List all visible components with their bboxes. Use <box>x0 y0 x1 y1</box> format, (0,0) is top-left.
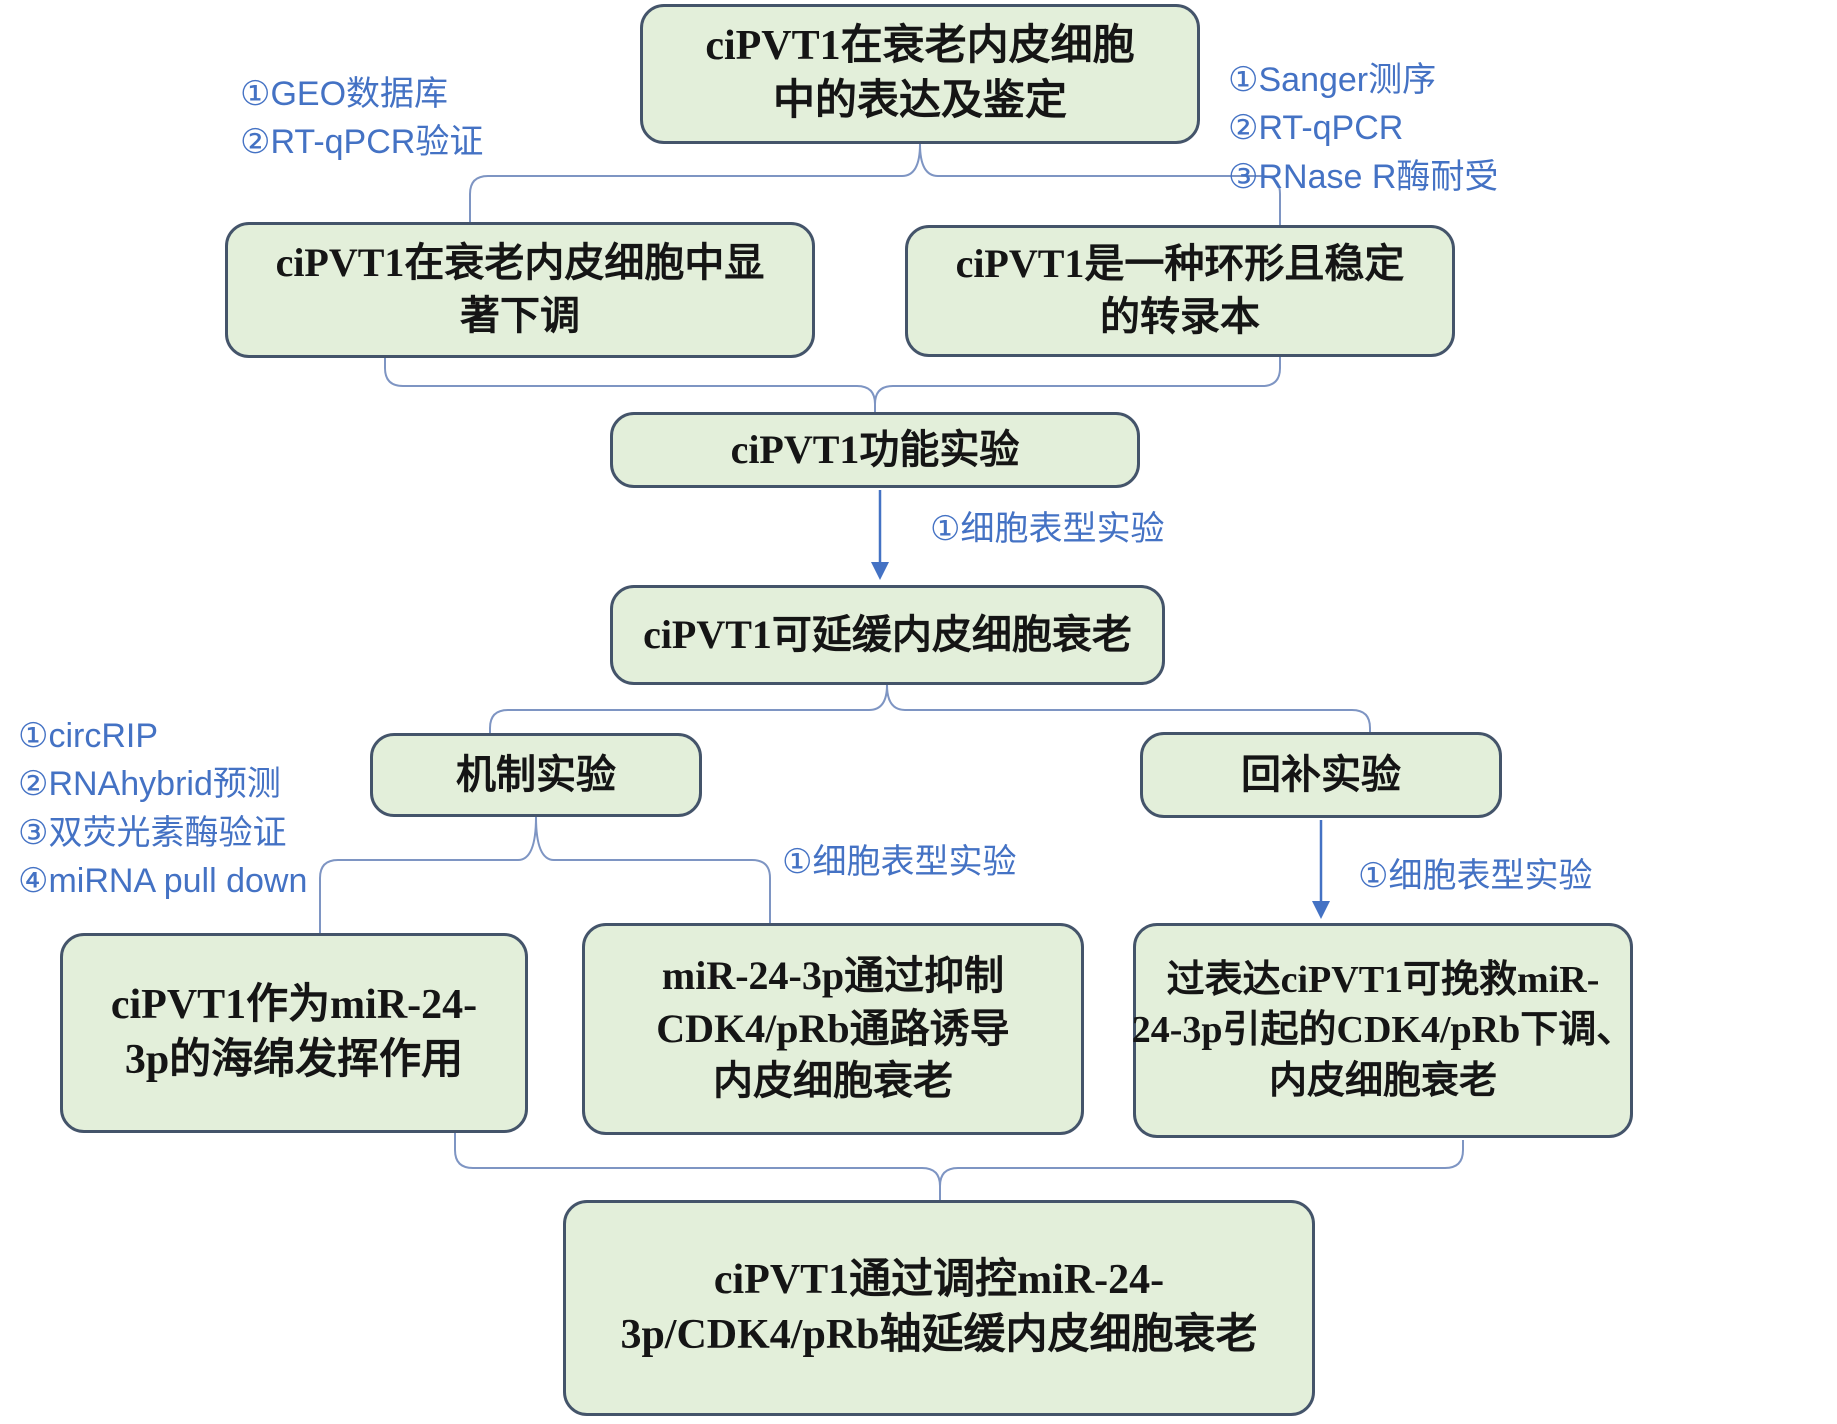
annotation-line: ③RNase R酶耐受 <box>1228 157 1499 196</box>
annotation-mechanism-methods: ①circRIP ②RNAhybrid预测 ③双荧光素酶验证 ④miRNA pu… <box>18 712 307 905</box>
annotation-line: ①细胞表型实验 <box>782 843 1017 881</box>
annotation-line: ③双荧光素酶验证 <box>18 813 287 852</box>
node-rescue-experiment: 回补实验 <box>1140 732 1502 818</box>
arrow-rescue-overexpression <box>1312 820 1330 919</box>
brace-delay-split <box>489 684 1371 733</box>
node-line: 3p/CDK4/pRb轴延缓内皮细胞衰老 <box>620 1312 1258 1358</box>
brace-top-split <box>469 143 1281 225</box>
brace-merge-conclusion <box>454 1133 1464 1200</box>
annotation-line: ①GEO数据库 <box>240 75 449 113</box>
node-top-expression: ciPVT1在衰老内皮细胞 中的表达及鉴定 <box>640 4 1200 144</box>
node-line: ciPVT1是一种环形且稳定 <box>955 241 1405 287</box>
node-function-experiment: ciPVT1功能实验 <box>610 412 1140 488</box>
node-mir-pathway: miR-24-3p通过抑制 CDK4/pRb通路诱导 内皮细胞衰老 <box>582 923 1084 1135</box>
annotation-sanger-methods: ①Sanger测序 ②RT-qPCR ③RNase R酶耐受 <box>1228 56 1498 201</box>
node-mirna-sponge: ciPVT1作为miR-24- 3p的海绵发挥作用 <box>60 933 528 1133</box>
node-delay-senescence: ciPVT1可延缓内皮细胞衰老 <box>610 585 1165 685</box>
annotation-line: ①Sanger测序 <box>1228 61 1437 99</box>
annotation-line: ①circRIP <box>18 717 159 755</box>
node-line: ciPVT1可延缓内皮细胞衰老 <box>643 611 1132 657</box>
node-overexpression-rescue: 过表达ciPVT1可挽救miR- 24-3p引起的CDK4/pRb下调、 内皮细… <box>1131 923 1635 1138</box>
node-line: 内皮细胞衰老 <box>713 1058 953 1104</box>
annotation-line: ②RNAhybrid预测 <box>18 765 281 804</box>
brace-mechanism-split <box>319 816 771 933</box>
node-line: ciPVT1在衰老内皮细胞 <box>705 22 1135 69</box>
node-downregulated: ciPVT1在衰老内皮细胞中显 著下调 <box>225 222 815 358</box>
annotation-phenotype-3: ①细胞表型实验 <box>1358 852 1592 900</box>
node-line: CDK4/pRb通路诱导 <box>656 1005 1010 1051</box>
node-conclusion: ciPVT1通过调控miR-24- 3p/CDK4/pRb轴延缓内皮细胞衰老 <box>563 1200 1315 1416</box>
annotation-line: ①细胞表型实验 <box>930 510 1165 548</box>
node-line: 的转录本 <box>1100 294 1260 339</box>
node-line: 中的表达及鉴定 <box>772 78 1067 124</box>
node-line: ciPVT1作为miR-24- <box>110 981 478 1028</box>
arrow-function-delay <box>871 490 889 580</box>
node-line: 过表达ciPVT1可挽救miR- <box>1166 959 1600 1002</box>
annotation-phenotype-2: ①细胞表型实验 <box>782 838 1016 886</box>
node-line: 24-3p引起的CDK4/pRb下调、 <box>1131 1009 1635 1052</box>
node-line: ciPVT1功能实验 <box>730 426 1020 472</box>
annotation-line: ①细胞表型实验 <box>1358 857 1593 895</box>
node-line: 机制实验 <box>456 751 616 797</box>
node-line: ciPVT1在衰老内皮细胞中显 <box>275 240 765 286</box>
brace-merge-function <box>384 357 1281 412</box>
node-line: ciPVT1通过调控miR-24- <box>713 1256 1165 1303</box>
node-mechanism-experiment: 机制实验 <box>370 733 702 817</box>
node-line: 回补实验 <box>1241 751 1401 797</box>
node-line: 3p的海绵发挥作用 <box>124 1037 464 1083</box>
node-line: 内皮细胞衰老 <box>1268 1059 1497 1102</box>
node-circular-transcript: ciPVT1是一种环形且稳定 的转录本 <box>905 225 1455 357</box>
annotation-phenotype-1: ①细胞表型实验 <box>930 505 1164 553</box>
annotation-line: ④miRNA pull down <box>18 861 308 900</box>
node-line: miR-24-3p通过抑制 <box>661 952 1005 998</box>
annotation-line: ②RT-qPCR <box>1228 109 1404 148</box>
annotation-line: ②RT-qPCR验证 <box>240 123 484 162</box>
annotation-geo-methods: ①GEO数据库 ②RT-qPCR验证 <box>240 70 483 167</box>
node-line: 著下调 <box>460 293 580 338</box>
